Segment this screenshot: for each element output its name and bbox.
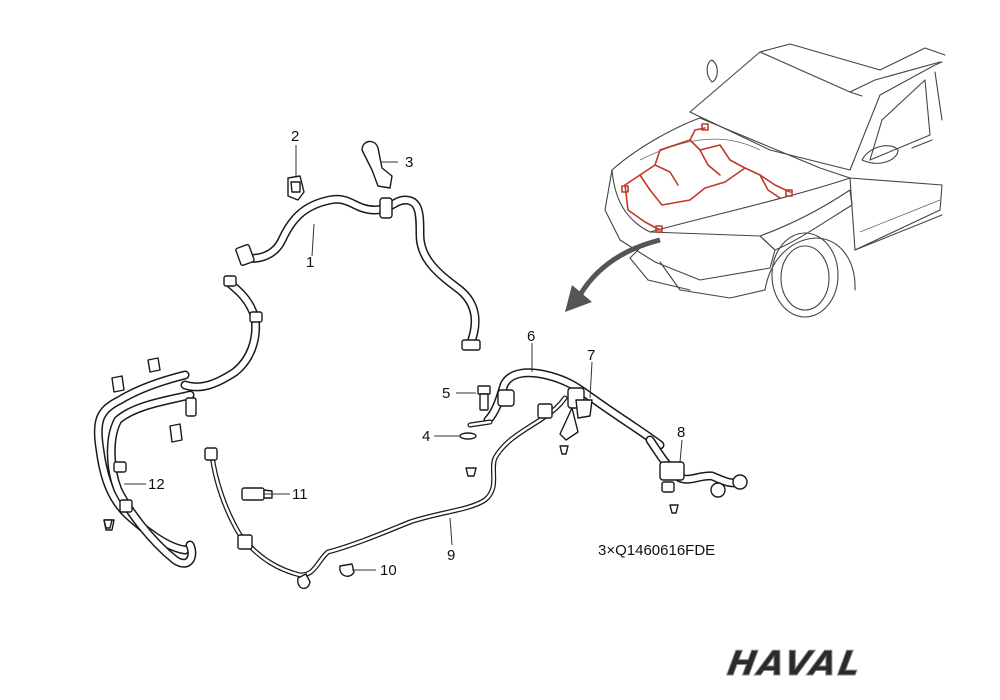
callout-9: 9 (447, 547, 455, 564)
part-3-bracket (361, 140, 393, 189)
callout-12: 12 (148, 476, 165, 493)
engine-harness-highlight (621, 123, 793, 233)
part-10-clip (297, 563, 355, 589)
brand-logo: HAVAL (724, 644, 866, 685)
part-1-heater-hose (235, 194, 481, 351)
callout-8: 8 (677, 424, 685, 441)
callout-6: 6 (527, 328, 535, 345)
brand-logo-text: HAVAL (724, 644, 865, 684)
callout-2: 2 (291, 128, 299, 145)
part-2-clip (287, 175, 305, 201)
part-5-fitting (477, 385, 491, 411)
direction-arrow (565, 237, 661, 312)
fastener-note: 3×Q1460616FDE (598, 542, 715, 559)
part-6-pipe-assembly (467, 368, 665, 450)
callout-labels: 1 2 3 4 5 6 7 8 9 10 11 12 3×Q1460616FDE (148, 128, 715, 579)
part-4-washer (459, 432, 477, 440)
callout-3: 3 (405, 154, 413, 171)
part-9-pipe-line (204, 395, 568, 578)
bolt-symbols (103, 445, 679, 529)
callout-1: 1 (306, 254, 314, 271)
leader-lines (124, 145, 683, 571)
callout-5: 5 (442, 385, 450, 402)
callout-11: 11 (292, 486, 308, 503)
callout-10: 10 (380, 562, 397, 579)
vehicle-illustration (604, 43, 946, 318)
callout-7: 7 (587, 347, 595, 364)
part-12-hose-assembly (93, 275, 263, 568)
part-8-clamp (645, 435, 748, 498)
callout-4: 4 (422, 428, 430, 445)
part-7-bracket (559, 399, 593, 441)
